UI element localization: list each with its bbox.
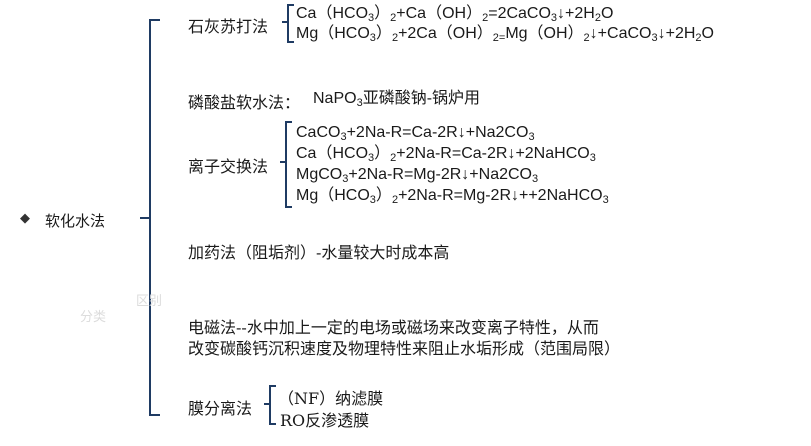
formula-text: Mg（OH）	[505, 25, 584, 42]
subscript: 3	[602, 194, 609, 206]
formula-text: =2CaCO	[488, 5, 551, 22]
formula-text: ↓+CaCO	[589, 25, 652, 42]
formula-text: CaCO	[296, 124, 341, 141]
ion-exchange-equation: MgCO3+2Na-R=Mg-2R↓+Na2CO3	[296, 165, 538, 189]
subscript: 2	[583, 32, 590, 44]
formula-text: +2Na-R=Mg-2R↓++2NaHCO	[398, 187, 603, 204]
ion-exchange-equation: Ca（HCO3）2+2Na-R=Ca-2R↓+2NaHCO3	[296, 144, 596, 168]
formula-text: NaPO	[313, 90, 357, 107]
ion-exchange-equation: CaCO3+2Na-R=Ca-2R↓+Na2CO3	[296, 123, 535, 147]
formula-text: 亚磷酸钠-锅炉用	[362, 90, 481, 107]
method-electromagnetic-line2: 改变碳酸钙沉积速度及物理特性来阻止水垢形成（范围局限）	[188, 339, 621, 358]
formula-text: ↓+2H	[657, 25, 696, 42]
subscript: 3	[368, 12, 375, 24]
ion-exchange-bracket	[285, 121, 292, 208]
subscript: 2	[695, 32, 702, 44]
subscript: 3	[528, 131, 535, 143]
formula-text: ）	[374, 145, 391, 162]
formula-text: O	[701, 25, 714, 42]
subscript: 3	[369, 32, 376, 44]
lime-soda-bracket	[287, 4, 294, 43]
watermark-text-a: 分类	[80, 310, 107, 325]
subscript: 2	[391, 32, 399, 44]
formula-text: ）	[375, 187, 392, 204]
formula-text: +2Na-R=Ca-2R↓+Na2CO	[346, 124, 529, 141]
subscript: 3	[369, 194, 376, 206]
subscript: 3	[356, 97, 363, 109]
lime-soda-equation: Ca（HCO3）2+Ca（OH）2=2CaCO3↓+2H2O	[296, 4, 613, 28]
formula-text: +2Na-R=Mg-2R↓+Na2CO	[348, 166, 532, 183]
formula-text: O	[600, 5, 614, 22]
subscript: 3	[340, 131, 347, 143]
membrane-bracket	[269, 385, 276, 425]
root-label: 软化水法	[45, 212, 106, 230]
formula-text: ）	[375, 25, 392, 42]
root-bullet-icon: ◆	[20, 211, 30, 226]
formula-text: +2Ca（OH）	[398, 25, 493, 42]
formula-text: ↓+2H	[557, 5, 595, 22]
method-membrane: 膜分离法	[188, 399, 253, 418]
formula-text: MgCO	[296, 166, 343, 183]
ion-exchange-equation: Mg（HCO3）2+2Na-R=Mg-2R↓++2NaHCO3	[296, 186, 609, 210]
subscript: 2	[594, 12, 601, 24]
subscript: 3	[368, 152, 375, 164]
subscript: 3	[531, 173, 539, 185]
method-lime-soda: 石灰苏打法	[188, 17, 269, 36]
method-electromagnetic: 电磁法--水中加上一定的电场或磁场来改变离子特性，从而	[188, 318, 599, 337]
subscript: 2	[390, 152, 397, 164]
subscript: 3	[342, 173, 349, 185]
phosphate-formula: NaPO3亚磷酸钠-锅炉用	[313, 89, 480, 113]
formula-text: Ca（HCO	[296, 5, 369, 22]
subscript: 3	[550, 12, 558, 24]
formula-text: ）	[374, 5, 391, 22]
membrane-item: RO反渗透膜	[280, 411, 370, 430]
subscript: 2=	[492, 32, 506, 44]
formula-text: Ca（HCO	[296, 145, 369, 162]
subscript: 3	[651, 32, 658, 44]
subscript: 2	[482, 12, 489, 24]
subscript: 2	[390, 12, 397, 24]
method-dosing: 加药法（阻垢剂）-水量较大时成本高	[188, 243, 450, 262]
formula-text: Mg（HCO	[296, 25, 370, 42]
formula-text: +Ca（OH）	[396, 5, 483, 22]
main-bracket	[149, 19, 160, 416]
subscript: 2	[391, 194, 399, 206]
formula-text: +2Na-R=Ca-2R↓+2NaHCO	[396, 145, 590, 162]
lime-soda-equation: Mg（HCO3）2+2Ca（OH）2=Mg（OH）2↓+CaCO3↓+2H2O	[296, 24, 714, 48]
membrane-item: （NF）纳滤膜	[278, 389, 384, 408]
formula-text: Mg（HCO	[296, 187, 370, 204]
method-ion-exchange: 离子交换法	[188, 157, 269, 176]
method-phosphate: 磷酸盐软水法：	[188, 93, 301, 112]
watermark-text-b: 区别	[136, 294, 163, 309]
subscript: 3	[589, 152, 596, 164]
